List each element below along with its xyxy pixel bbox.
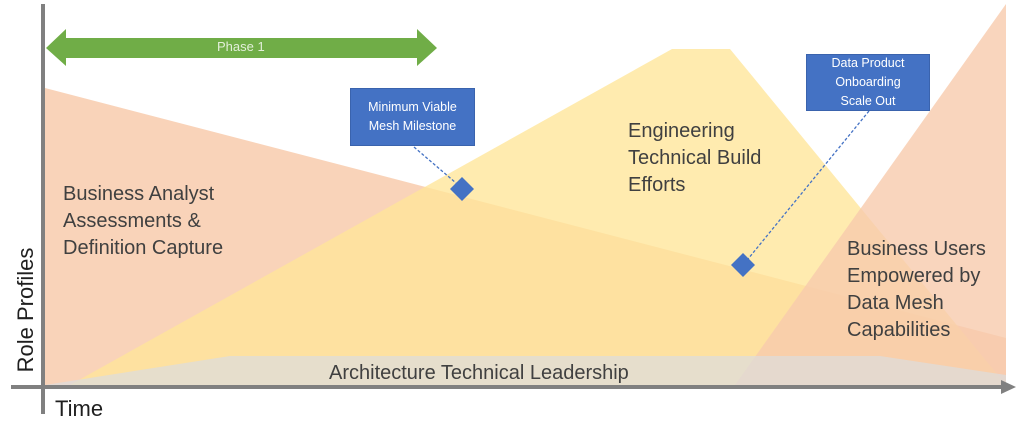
mvm-callout-line-1: Minimum Viable — [368, 100, 457, 114]
mvm-diamond-icon — [450, 177, 474, 201]
scale-out-diamond-icon — [731, 253, 755, 277]
business-users-label-line-2: Empowered by — [847, 265, 981, 287]
business-users-label-line-3: Data Mesh — [847, 292, 944, 314]
architecture-region — [45, 356, 1006, 385]
business-analyst-label-line-2: Assessments & — [63, 210, 201, 232]
scale-out-callout-line-2: Onboarding — [835, 75, 901, 89]
x-axis-arrowhead-icon — [1001, 380, 1016, 394]
engineering-region — [70, 49, 1006, 385]
engineering-label-line-3: Efforts — [628, 174, 686, 196]
business-analyst-label-line-3: Definition Capture — [63, 237, 224, 259]
business-users-region — [735, 4, 1006, 385]
scale-out-callout: Data Product Onboarding Scale Out — [806, 54, 930, 111]
architecture-label: Architecture Technical Leadership — [329, 362, 629, 384]
x-axis — [11, 385, 1001, 389]
engineering-label-line-2: Technical Build — [628, 147, 762, 169]
mvm-callout: Minimum Viable Mesh Milestone — [350, 88, 475, 146]
scale-out-callout-line-3: Scale Out — [840, 94, 896, 108]
scale-out-callout-line-1: Data Product — [831, 56, 905, 70]
phase-1-arrow — [46, 29, 437, 66]
x-axis-label: Time — [55, 396, 104, 421]
business-users-label: Business Users Empowered by Data Mesh Ca… — [847, 236, 986, 344]
business-users-label-line-1: Business Users — [847, 238, 986, 260]
engineering-label-line-1: Engineering — [628, 120, 735, 142]
mvm-connector — [413, 146, 457, 184]
phase-1-label: Phase 1 — [217, 39, 265, 54]
engineering-label: Engineering Technical Build Efforts — [628, 118, 761, 199]
scale-out-connector — [747, 110, 870, 260]
business-users-label-line-4: Capabilities — [847, 319, 951, 341]
mvm-callout-line-2: Mesh Milestone — [368, 119, 457, 133]
business-analyst-label: Business Analyst Assessments & Definitio… — [63, 181, 223, 262]
y-axis — [41, 4, 45, 414]
business-analyst-label-line-1: Business Analyst — [63, 183, 215, 205]
y-axis-label: Role Profiles — [13, 247, 38, 373]
